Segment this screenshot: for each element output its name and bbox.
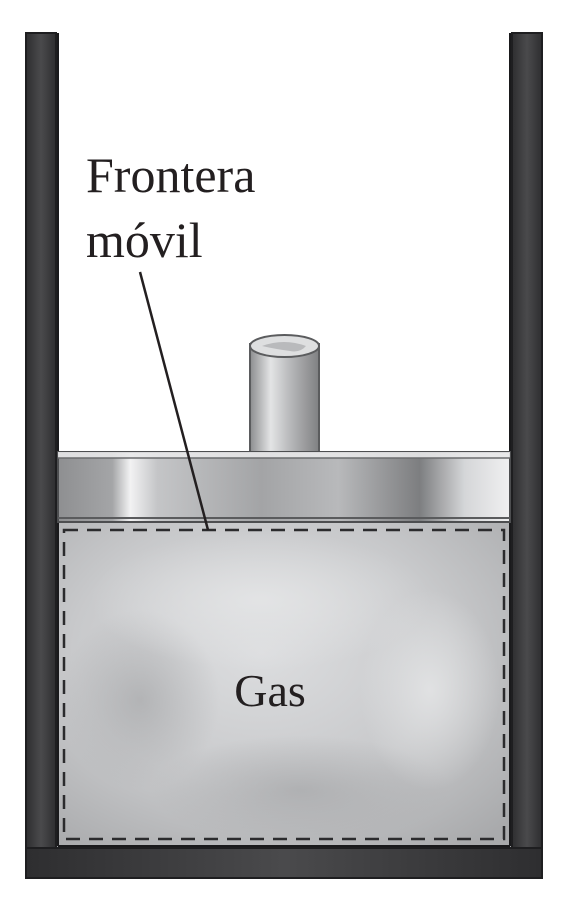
- system-boundary-dashed: [62, 528, 506, 841]
- cylinder: [25, 32, 543, 879]
- boundary-label-line2: móvil: [86, 212, 203, 268]
- cylinder-base: [25, 847, 543, 879]
- piston: [57, 451, 511, 523]
- piston-rod: [249, 334, 320, 453]
- boundary-leader-line: [138, 271, 210, 531]
- cylinder-left-wall: [25, 32, 57, 879]
- boundary-label-line1: Frontera: [86, 147, 255, 203]
- gas-region: [56, 522, 512, 848]
- gas-label: Gas: [234, 665, 306, 716]
- cylinder-right-wall: [511, 32, 543, 879]
